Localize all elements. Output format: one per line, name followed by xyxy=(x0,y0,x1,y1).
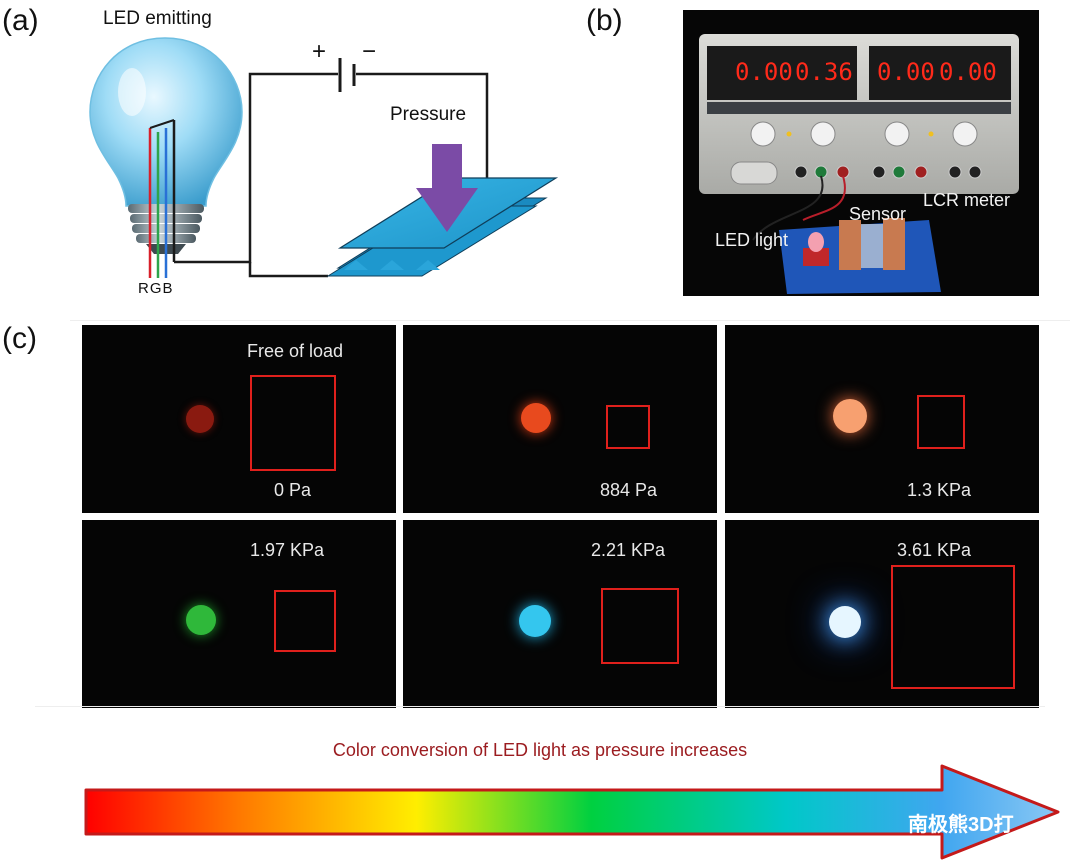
display-current-2: 0.00 xyxy=(939,58,997,86)
panel-a-label: (a) xyxy=(2,4,39,37)
panel-c-label: (c) xyxy=(2,322,37,355)
led-light-label: LED light xyxy=(715,230,789,250)
sensor-frame xyxy=(601,588,679,664)
pressure-value-label: 0 Pa xyxy=(274,480,312,500)
lcr-meter-label: LCR meter xyxy=(923,190,1011,210)
sensor-frame xyxy=(606,405,650,449)
display-voltage-1: 0.00 xyxy=(735,58,793,86)
section-divider-bottom xyxy=(35,706,1045,707)
color-gradient-arrow xyxy=(84,764,1060,860)
circuit-diagram xyxy=(89,37,559,278)
pressure-tile-6: 3.61 KPa xyxy=(725,520,1039,708)
sensor-frame xyxy=(250,375,336,471)
rgb-wires xyxy=(148,119,176,278)
pressure-tile-2: 884 Pa xyxy=(403,325,717,513)
pressure-value-label: 3.61 KPa xyxy=(897,540,972,560)
battery-plus-sign: + xyxy=(312,38,327,65)
pressure-tile-1: Free of load 0 Pa xyxy=(82,325,396,513)
led-emitting-label: LED emitting xyxy=(103,8,212,29)
power-supply-illustration xyxy=(683,10,1039,296)
sensor-frame xyxy=(917,395,965,449)
led-glow xyxy=(186,405,214,433)
sensor-frame xyxy=(891,565,1015,689)
equipment-photo: 0.00 0.36 0.00 0.00 Sensor LCR meter LED… xyxy=(683,10,1039,296)
battery-icon xyxy=(338,58,356,92)
watermark-text: 南极熊3D打 xyxy=(908,814,1014,836)
pressure-value-label: 2.21 KPa xyxy=(591,540,666,560)
led-glow xyxy=(186,605,216,635)
panel-b-label: (b) xyxy=(586,4,623,37)
circuit-wires xyxy=(174,72,489,278)
led-glow xyxy=(521,403,551,433)
led-glow xyxy=(519,605,551,637)
led-glow xyxy=(829,606,861,638)
pressure-value-label: 1.3 KPa xyxy=(907,480,972,500)
display-voltage-2: 0.00 xyxy=(877,58,935,86)
sensor-label: Sensor xyxy=(849,204,907,224)
sensor-frame xyxy=(274,590,336,652)
pressure-tile-4: 1.97 KPa xyxy=(82,520,396,708)
pressure-arrow-icon xyxy=(416,144,478,232)
pressure-tile-3: 1.3 KPa xyxy=(725,325,1039,513)
free-of-load-label: Free of load xyxy=(247,341,344,361)
figure-caption: Color conversion of LED light as pressur… xyxy=(332,740,748,760)
led-glow xyxy=(833,399,867,433)
battery-minus-sign: − xyxy=(362,38,377,65)
rgb-label: RGB xyxy=(138,280,174,297)
pressure-tile-5: 2.21 KPa xyxy=(403,520,717,708)
pressure-value-label: 1.97 KPa xyxy=(250,540,325,560)
section-divider-top xyxy=(70,320,1070,321)
display-current-1: 0.36 xyxy=(795,58,853,86)
pressure-value-label: 884 Pa xyxy=(600,480,658,500)
pressure-label: Pressure xyxy=(390,104,467,125)
